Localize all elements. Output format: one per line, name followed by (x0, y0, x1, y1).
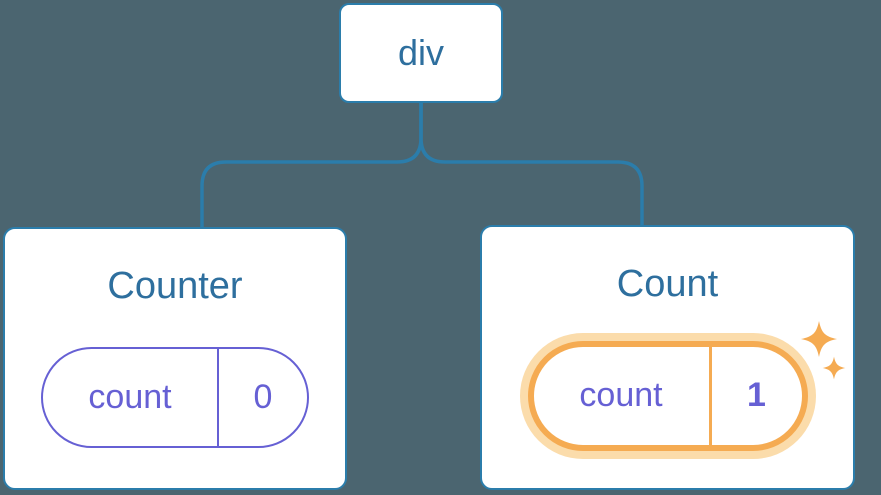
counter-state-pill: count 0 (41, 346, 309, 448)
sparkle-icon (800, 320, 838, 358)
state-key-cell: count (534, 346, 712, 445)
state-value-label: 1 (747, 376, 766, 415)
count-component-card: Count count 1 (480, 225, 855, 490)
count-card-title: Count (616, 263, 719, 305)
counter-card-title: Counter (107, 265, 243, 307)
count-state-pill-highlighted: count 1 (527, 340, 808, 451)
state-key-label: count (88, 377, 172, 416)
counter-component-card: Counter count 0 (3, 227, 347, 490)
state-key-label: count (579, 376, 663, 415)
sparkle-icon (822, 356, 846, 380)
state-value-cell: 0 (219, 349, 307, 446)
connector-right-branch (419, 101, 644, 228)
state-value-label: 0 (253, 377, 273, 416)
root-node-label: div (397, 32, 445, 73)
root-node-div: div (339, 3, 503, 103)
connector-left-branch (200, 101, 423, 228)
state-key-cell: count (43, 348, 219, 446)
state-value-cell: 1 (712, 347, 802, 445)
